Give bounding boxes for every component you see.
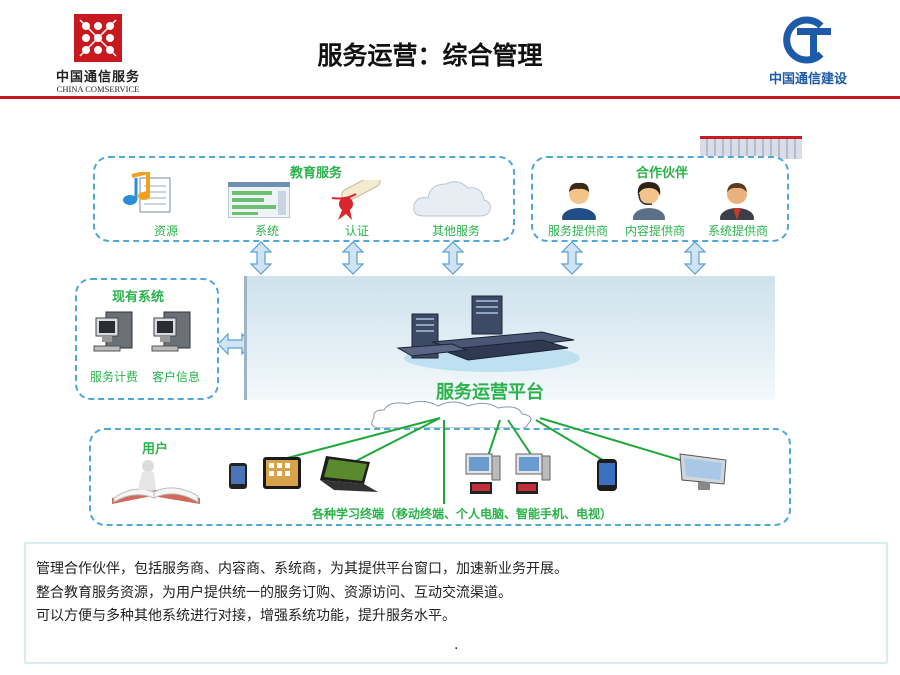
page-title: 服务运营：综合管理 bbox=[317, 41, 543, 70]
users-title: 用户 bbox=[142, 442, 169, 457]
network-cloud-icon bbox=[371, 400, 532, 429]
content-provider-label: 内容提供商 bbox=[625, 224, 686, 238]
description-box: 管理合作伙伴，包括服务商、内容商、系统商，为其提供平台窗口，加速新业务开展。 整… bbox=[24, 542, 888, 664]
certification-label: 认证 bbox=[345, 224, 370, 238]
server-computer-icon bbox=[93, 311, 133, 352]
software-window-icon bbox=[228, 182, 290, 218]
cloud-icon bbox=[413, 181, 491, 217]
platform-label: 服务运营平台 bbox=[436, 382, 544, 403]
smartphone-icon bbox=[597, 459, 617, 491]
tv-icon bbox=[679, 453, 727, 490]
system-provider-label: 系统提供商 bbox=[708, 224, 769, 238]
phone-icon bbox=[229, 463, 247, 489]
description-line-1: 管理合作伙伴，包括服务商、内容商、系统商，为其提供平台窗口，加速新业务开展。 bbox=[36, 561, 568, 577]
certificate-scroll-icon bbox=[331, 180, 381, 220]
person-icon bbox=[562, 182, 596, 220]
customer-info-label: 客户信息 bbox=[152, 370, 201, 384]
desktop-pc-icon bbox=[465, 453, 501, 494]
description-trailing-dot: . bbox=[454, 637, 459, 653]
music-note-document-icon bbox=[123, 172, 171, 213]
description-line-2: 整合教育服务资源，为用户提供统一的服务订购、资源访问、互动交流渠道。 bbox=[36, 585, 512, 601]
resource-label: 资源 bbox=[154, 224, 179, 238]
left-logo-cn-text: 中国通信服务 bbox=[55, 70, 140, 85]
server-cluster-icon bbox=[396, 295, 580, 372]
users-box bbox=[89, 428, 791, 526]
server-computer-icon bbox=[151, 311, 191, 352]
education-services-title: 教育服务 bbox=[290, 166, 343, 181]
users-caption: 各种学习终端（移动终端、个人电脑、智能手机、电视） bbox=[312, 507, 613, 521]
businessman-icon bbox=[720, 183, 754, 220]
system-label: 系统 bbox=[255, 224, 280, 238]
existing-systems-title: 现有系统 bbox=[112, 290, 165, 305]
desktop-pc-icon bbox=[515, 453, 551, 494]
description-line-3: 可以方便与多种其他系统进行对接，增强系统功能，提升服务水平。 bbox=[36, 608, 456, 624]
tablet-icon bbox=[263, 457, 301, 489]
header: 中国通信服务 CHINA COMSERVICE 服务运营：综合管理 中国通信建设 bbox=[0, 0, 900, 100]
left-logo-en-text: CHINA COMSERVICE bbox=[56, 84, 140, 94]
other-services-label: 其他服务 bbox=[432, 224, 481, 238]
laptop-icon bbox=[320, 456, 378, 492]
right-logo-cn-text: 中国通信建设 bbox=[768, 72, 847, 87]
china-construction-logo-icon bbox=[783, 16, 831, 64]
person-headset-icon bbox=[633, 182, 665, 220]
partners-title: 合作伙伴 bbox=[636, 166, 689, 181]
decorative-thumbnail bbox=[700, 136, 802, 159]
existing-systems-box bbox=[75, 278, 219, 400]
china-comservice-logo-icon bbox=[74, 14, 122, 62]
billing-label: 服务计费 bbox=[90, 370, 139, 384]
header-divider bbox=[0, 96, 900, 99]
service-provider-label: 服务提供商 bbox=[548, 224, 609, 238]
open-book-person-icon bbox=[112, 460, 200, 504]
